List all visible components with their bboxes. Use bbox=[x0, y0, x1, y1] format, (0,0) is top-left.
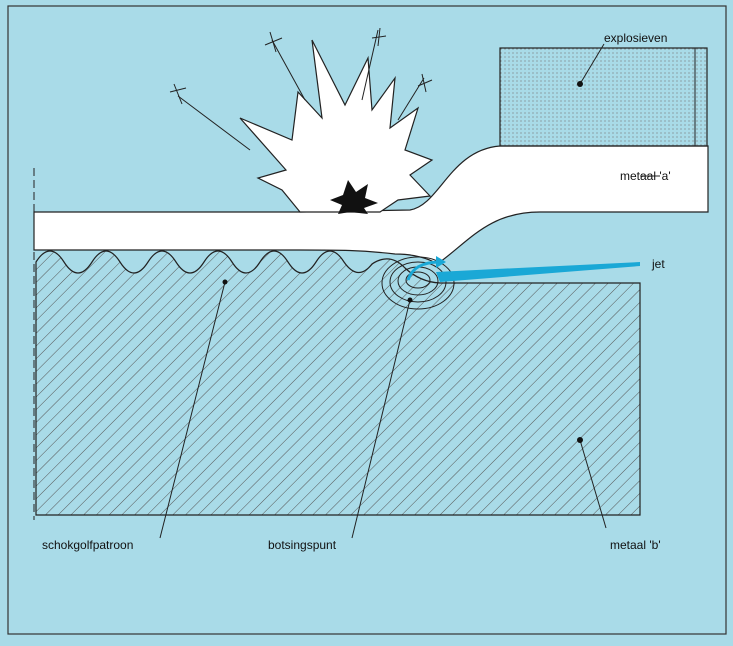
collision-dot bbox=[407, 297, 413, 303]
leader-lines bbox=[159, 43, 660, 539]
detonation-star bbox=[330, 180, 378, 214]
jet-arrow bbox=[406, 260, 441, 281]
label-explosives: explosieven bbox=[604, 31, 667, 45]
spark-marks bbox=[169, 27, 433, 151]
diagram-frame bbox=[7, 5, 727, 635]
explosion-burst bbox=[239, 39, 434, 213]
label-metal-a: metaal 'a' bbox=[620, 169, 671, 183]
shock-dot bbox=[222, 279, 228, 285]
explosives-dot bbox=[577, 81, 583, 87]
metal-b-plate bbox=[35, 250, 641, 516]
metal-a-plate bbox=[33, 145, 709, 263]
label-jet: jet bbox=[651, 257, 665, 271]
metal-b-dot bbox=[577, 437, 583, 443]
label-shock-pattern: schokgolfpatroon bbox=[42, 538, 133, 552]
label-collision-point: botsingspunt bbox=[268, 538, 337, 552]
explosives-box bbox=[499, 47, 708, 147]
label-metal-b: metaal 'b' bbox=[610, 538, 661, 552]
jet-stream bbox=[436, 262, 640, 282]
